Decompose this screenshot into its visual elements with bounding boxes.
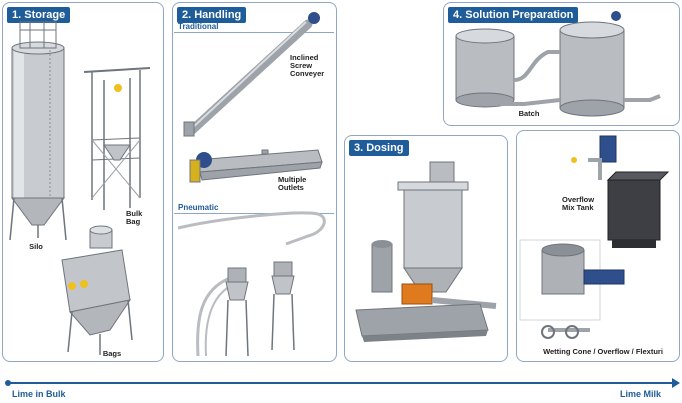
multiple-outlets-label: Multiple Outlets <box>278 175 307 192</box>
axis-start-label: Lime in Bulk <box>12 389 66 399</box>
inclined-screw-conveyer-icon <box>183 12 320 137</box>
pneumatic-conveying-icon <box>177 211 326 357</box>
dosing-title: 3. Dosing <box>349 140 409 156</box>
traditional-subtitle: Traditional <box>178 22 219 31</box>
traditional-divider <box>174 32 334 33</box>
bag-dump-station-icon <box>61 225 133 355</box>
silo-icon <box>9 21 67 241</box>
solution-title: 4. Solution Preparation <box>448 7 579 23</box>
pneumatic-subtitle: Pneumatic <box>178 203 219 212</box>
inclined-screw-label: Inclined Screw Conveyer <box>290 53 325 78</box>
axis-end-label: Lime Milk <box>620 389 662 399</box>
bulk-bag-frame-icon <box>83 67 151 210</box>
bags-label: Bags <box>102 349 122 358</box>
batch-tanks-icon <box>455 11 661 117</box>
handling-title: 2. Handling <box>177 7 247 23</box>
wetting-cone-label: Wetting Cone / Overflow / Flexturi <box>543 347 663 356</box>
batch-label: Batch <box>518 109 540 118</box>
wetting-cone-icon <box>519 239 625 339</box>
multiple-outlets-conveyer-icon <box>189 149 323 183</box>
bulk-bag-label: Bulk Bag <box>126 209 143 226</box>
dosing-feeder-icon <box>355 161 497 342</box>
pneumatic-divider <box>174 213 334 214</box>
overflow-mix-tank-icon <box>571 135 670 248</box>
storage-title: 1. Storage <box>7 7 71 23</box>
overflow-mix-tank-label: Overflow Mix Tank <box>562 195 595 212</box>
silo-label: Silo <box>29 242 43 251</box>
